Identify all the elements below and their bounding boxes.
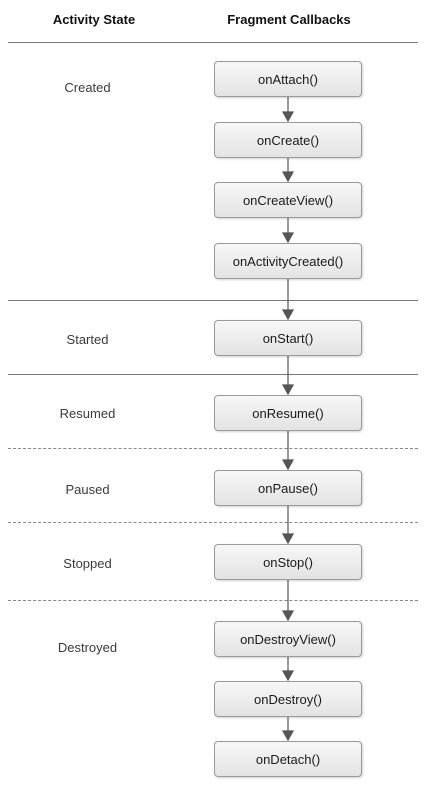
activity-state-header: Activity State <box>52 12 136 27</box>
started-resumed-divider <box>8 374 418 375</box>
state-destroyed: Destroyed <box>57 640 118 655</box>
callback-on-destroy-view: onDestroyView() <box>214 621 362 657</box>
arrow-destroy-to-detach <box>281 717 295 742</box>
callback-on-create: onCreate() <box>214 122 362 158</box>
callback-on-pause: onPause() <box>214 470 362 506</box>
paused-stopped-divider <box>8 522 418 523</box>
arrow-resume-to-pause <box>281 431 295 471</box>
fragment-callbacks-header: Fragment Callbacks <box>227 12 351 27</box>
state-created: Created <box>64 80 111 95</box>
resumed-paused-divider <box>8 448 418 449</box>
state-paused: Paused <box>65 482 110 497</box>
header-divider <box>8 42 418 43</box>
state-resumed: Resumed <box>59 406 116 421</box>
callback-on-stop: onStop() <box>214 544 362 580</box>
callback-on-attach: onAttach() <box>214 61 362 97</box>
callback-on-activity-created: onActivityCreated() <box>214 243 362 279</box>
state-stopped: Stopped <box>63 556 112 571</box>
arrow-create-to-create-view <box>281 158 295 183</box>
state-started: Started <box>66 332 109 347</box>
created-started-divider <box>8 300 418 301</box>
callback-on-resume: onResume() <box>214 395 362 431</box>
arrow-attach-to-create <box>281 97 295 123</box>
arrow-activity-created-to-start <box>281 279 295 321</box>
arrow-create-view-to-activity-created <box>281 218 295 244</box>
arrow-destroy-view-to-destroy <box>281 657 295 682</box>
callback-on-detach: onDetach() <box>214 741 362 777</box>
callback-on-start: onStart() <box>214 320 362 356</box>
arrow-pause-to-stop <box>281 506 295 545</box>
stopped-destroyed-divider <box>8 600 418 601</box>
arrow-start-to-resume <box>281 356 295 396</box>
callback-on-create-view: onCreateView() <box>214 182 362 218</box>
callback-on-destroy: onDestroy() <box>214 681 362 717</box>
